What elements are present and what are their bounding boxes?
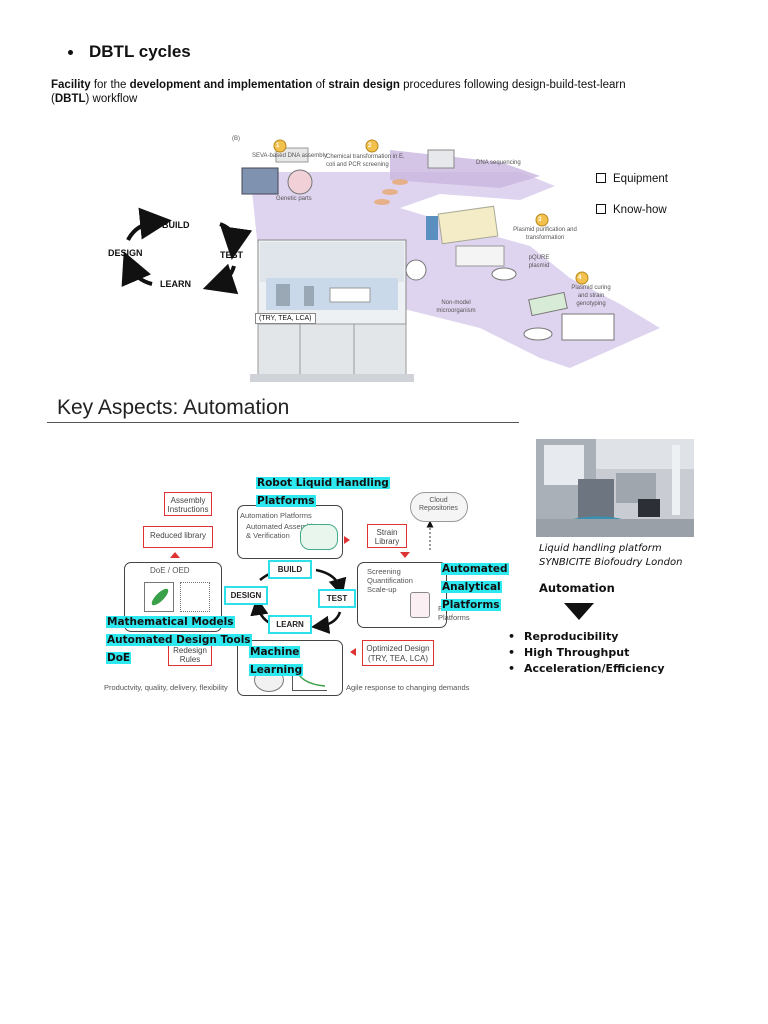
automated-assembly-label: Automated Assembly& Verification (246, 522, 317, 540)
liquid-handler-illustration (250, 239, 414, 382)
intro-bold-run: Facility (51, 79, 91, 91)
benefit-item: High Throughput (508, 645, 665, 661)
step-1-text: SEVA-based DNA assembly (252, 153, 327, 159)
test-stage-box: TEST (318, 589, 356, 608)
optimized-design-box: Optimized Design(TRY, TEA, LCA) (362, 640, 434, 666)
reduced-library-box: Reduced library (143, 526, 213, 548)
non-model-label: Non-model microorganism (436, 300, 476, 314)
intro-bold-run: development and implementation (129, 79, 313, 91)
screening-box (357, 562, 447, 628)
automation-platforms-label: Automation Platforms (240, 511, 312, 520)
robot-specs-label: (TRY, TEA, LCA) (255, 313, 316, 324)
down-triangle-icon (564, 603, 594, 620)
intro-text-run: for the (90, 79, 130, 91)
step-2-number: 2 (368, 143, 372, 149)
cloud-icon (410, 492, 468, 522)
step-markers (273, 139, 589, 285)
step-3-number: 3 (538, 217, 542, 223)
benefit-item: Acceleration/Efficiency (508, 661, 665, 677)
checklist-item-equipment: Equipment (596, 173, 668, 185)
learn-stage-box: LEARN (268, 615, 312, 634)
dbtl-workflow-figure (121, 139, 660, 382)
intro-text-run: ) workflow (85, 93, 138, 105)
title-underline (47, 422, 519, 423)
checklist-item-text: Know-how (613, 204, 667, 216)
intro-text-run: procedures following design-build-test-l… (51, 79, 626, 105)
photo-illustration (536, 439, 694, 537)
step-3-text: Plasmid purification and transformation (513, 227, 577, 241)
plate-illustrations (241, 147, 615, 341)
checklist-item-text: Equipment (613, 173, 668, 185)
intro-bold-run: DBTL (54, 93, 86, 105)
checklist-item-know-how: Know-how (596, 204, 667, 216)
section-heading: DBTL cycles (68, 42, 191, 62)
dna-sequencing-label: DNA sequencing (476, 160, 521, 166)
bullet-dot (68, 50, 73, 56)
genetic-parts-label: Genetic parts (276, 196, 312, 202)
doe-grid-plot (180, 582, 210, 612)
doe-ellipse-plot (144, 582, 174, 612)
design-stage-box: DESIGN (224, 586, 268, 605)
step-1-number: 1 (276, 143, 280, 149)
liquid-handler-photo (536, 439, 694, 537)
intro-paragraph: Facility for the development and impleme… (51, 78, 651, 106)
pqure-label: pQURE plasmid (528, 255, 550, 269)
intro-bold-run: strain design (328, 79, 400, 91)
diagram-footer-left: Productvity, quality, delivery, flexibil… (104, 683, 228, 692)
cycle-build-label: BUILD (162, 220, 190, 230)
flow-band (250, 172, 660, 368)
cycle-test-label: TEST (220, 250, 244, 260)
doe-label: DoE / OED (150, 566, 190, 575)
step-4-number: 4 (578, 275, 582, 281)
benefits-list: Reproducibility High Throughput Accelera… (508, 629, 665, 677)
dbtl-cycle-arrows (121, 207, 253, 295)
heading-text: DBTL cycles (89, 42, 191, 61)
benefit-item: Reproducibility (508, 629, 665, 645)
plate-icon (300, 524, 338, 550)
cycle-learn-label: LEARN (160, 279, 191, 289)
diagram-footer-right: Agile response to changing demands (346, 683, 470, 692)
intro-text-run: of (312, 79, 329, 91)
bioreactor-icon (410, 592, 430, 618)
automation-header: Automation (539, 581, 615, 595)
cycle-design-label: DESIGN (108, 248, 143, 258)
checkbox-icon (596, 204, 606, 214)
key-aspects-title: Key Aspects: Automation (57, 396, 290, 419)
checkbox-icon (596, 173, 606, 183)
panel-label: (B) (232, 136, 240, 142)
build-stage-box: BUILD (268, 560, 312, 579)
step-2-text: Chemical transformation in E. coli and P… (326, 154, 405, 168)
step-4-text: Plasmid curing and strain genotyping (571, 285, 611, 307)
